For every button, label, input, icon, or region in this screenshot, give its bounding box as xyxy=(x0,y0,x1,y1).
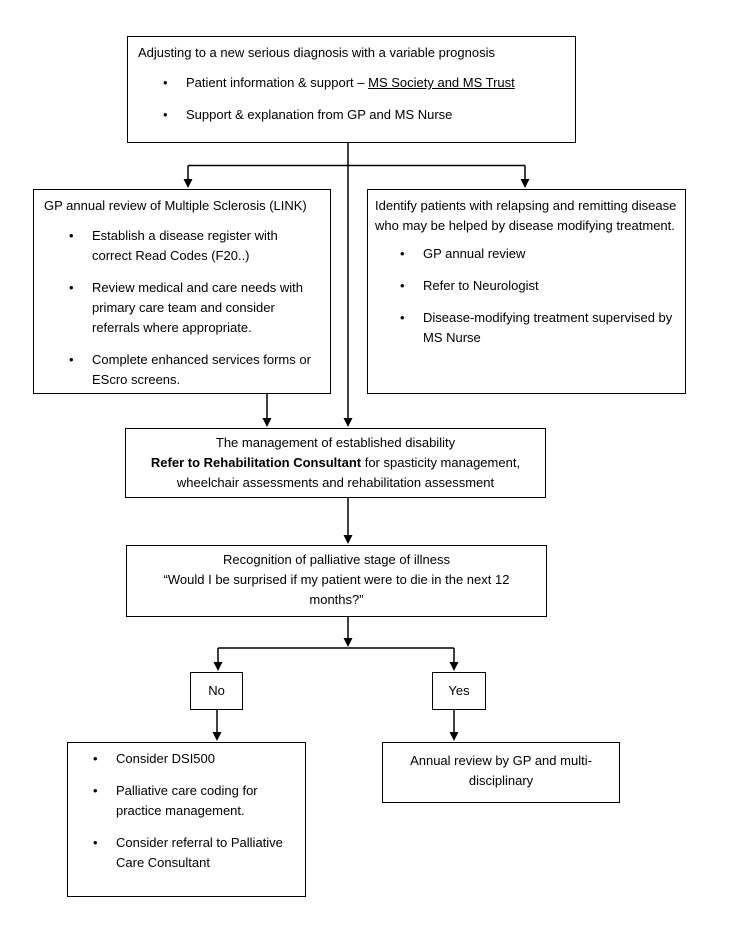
bullet-item: • Consider referral to Palliative Care C… xyxy=(68,833,303,873)
management-detail: Refer to Rehabilitation Consultant for s… xyxy=(134,453,537,493)
bullet-text: Review medical and care needs with prima… xyxy=(92,280,303,335)
diagnosis-box: Adjusting to a new serious diagnosis wit… xyxy=(127,36,576,143)
yes-outcome-text: Annual review by GP and multi-disciplina… xyxy=(410,753,592,788)
arrowhead-no-outcome-icon xyxy=(212,732,222,741)
no-outcome-box: • Consider DSI500 • Palliative care codi… xyxy=(67,742,306,897)
bullet-text: Support & explanation from GP and MS Nur… xyxy=(186,107,453,122)
palliative-question: “Would I be surprised if my patient were… xyxy=(163,572,510,607)
palliative-stage-box: Recognition of palliative stage of illne… xyxy=(126,545,547,617)
bullet-text: Consider DSI500 xyxy=(116,751,215,766)
arrowhead-yes-outcome-icon xyxy=(449,732,459,741)
gp-annual-review-box: GP annual review of Multiple Sclerosis (… xyxy=(33,189,331,394)
bullet-text: Complete enhanced services forms or EScr… xyxy=(92,352,311,387)
bullet-item: • Disease-modifying treatment supervised… xyxy=(375,308,678,348)
bullet-text: Establish a disease register with correc… xyxy=(92,228,278,263)
bullet-item: • Palliative care coding for practice ma… xyxy=(68,781,303,821)
arrowhead-no-icon xyxy=(213,662,223,671)
bullet-item: • GP annual review xyxy=(375,244,678,264)
management-box: The management of established disability… xyxy=(125,428,546,498)
bullet-item: • Refer to Neurologist xyxy=(375,276,678,296)
bullet-icon: • xyxy=(163,75,168,90)
arrowhead-identify-icon xyxy=(520,179,530,188)
palliative-line1: Recognition of palliative stage of illne… xyxy=(223,552,450,567)
bullet-text: Patient information & support – MS Socie… xyxy=(186,73,565,93)
arrowhead-management-center-icon xyxy=(343,418,353,427)
patient-info-text: Patient information & support – xyxy=(186,75,369,90)
bullet-text: Palliative care coding for practice mana… xyxy=(116,783,258,818)
yes-outcome-box: Annual review by GP and multi-disciplina… xyxy=(382,742,620,803)
diagnosis-title: Adjusting to a new serious diagnosis wit… xyxy=(138,45,495,60)
bullet-item: • Support & explanation from GP and MS N… xyxy=(138,105,565,125)
bullet-item: • Establish a disease register with corr… xyxy=(44,226,320,266)
no-label: No xyxy=(208,683,225,698)
identify-patients-box: Identify patients with relapsing and rem… xyxy=(367,189,686,394)
bullet-text: GP annual review xyxy=(423,246,526,261)
bullet-text: Consider referral to Palliative Care Con… xyxy=(116,835,283,870)
bullet-icon: • xyxy=(93,835,98,850)
gp-review-title: GP annual review of Multiple Sclerosis (… xyxy=(44,198,307,213)
arrowhead-gp-review-icon xyxy=(183,179,193,188)
arrowhead-management-left-icon xyxy=(262,418,272,427)
arrowheads xyxy=(183,179,530,741)
arrowhead-palliative-icon xyxy=(343,535,353,544)
bullet-icon: • xyxy=(400,278,405,293)
bullet-icon: • xyxy=(163,107,168,122)
ms-society-trust-link[interactable]: MS Society and MS Trust xyxy=(368,75,515,90)
arrowhead-yes-icon xyxy=(449,662,459,671)
bullet-icon: • xyxy=(400,310,405,325)
management-line1: The management of established disability xyxy=(215,435,456,450)
arrowhead-split-junction-icon xyxy=(343,638,353,647)
bullet-icon: • xyxy=(400,246,405,261)
bullet-item: • Review medical and care needs with pri… xyxy=(44,278,320,338)
no-box: No xyxy=(190,672,243,710)
yes-box: Yes xyxy=(432,672,486,710)
bullet-icon: • xyxy=(69,352,74,367)
bullet-icon: • xyxy=(93,783,98,798)
bullet-icon: • xyxy=(69,280,74,295)
bullet-item: • Complete enhanced services forms or ES… xyxy=(44,350,320,390)
identify-title: Identify patients with relapsing and rem… xyxy=(375,198,677,233)
bullet-text: Disease-modifying treatment supervised b… xyxy=(423,310,673,345)
yes-label: Yes xyxy=(448,683,470,698)
refer-rehab-consultant-bold: Refer to Rehabilitation Consultant xyxy=(150,455,362,470)
bullet-text: Refer to Neurologist xyxy=(423,278,539,293)
bullet-item: • Consider DSI500 xyxy=(68,749,303,769)
bullet-item: • Patient information & support – MS Soc… xyxy=(138,73,565,93)
management-detail-rest: for spasticity management, wheelchair as… xyxy=(176,455,521,490)
bullet-icon: • xyxy=(69,228,74,243)
bullet-icon: • xyxy=(93,751,98,766)
connector-lines xyxy=(187,143,526,733)
